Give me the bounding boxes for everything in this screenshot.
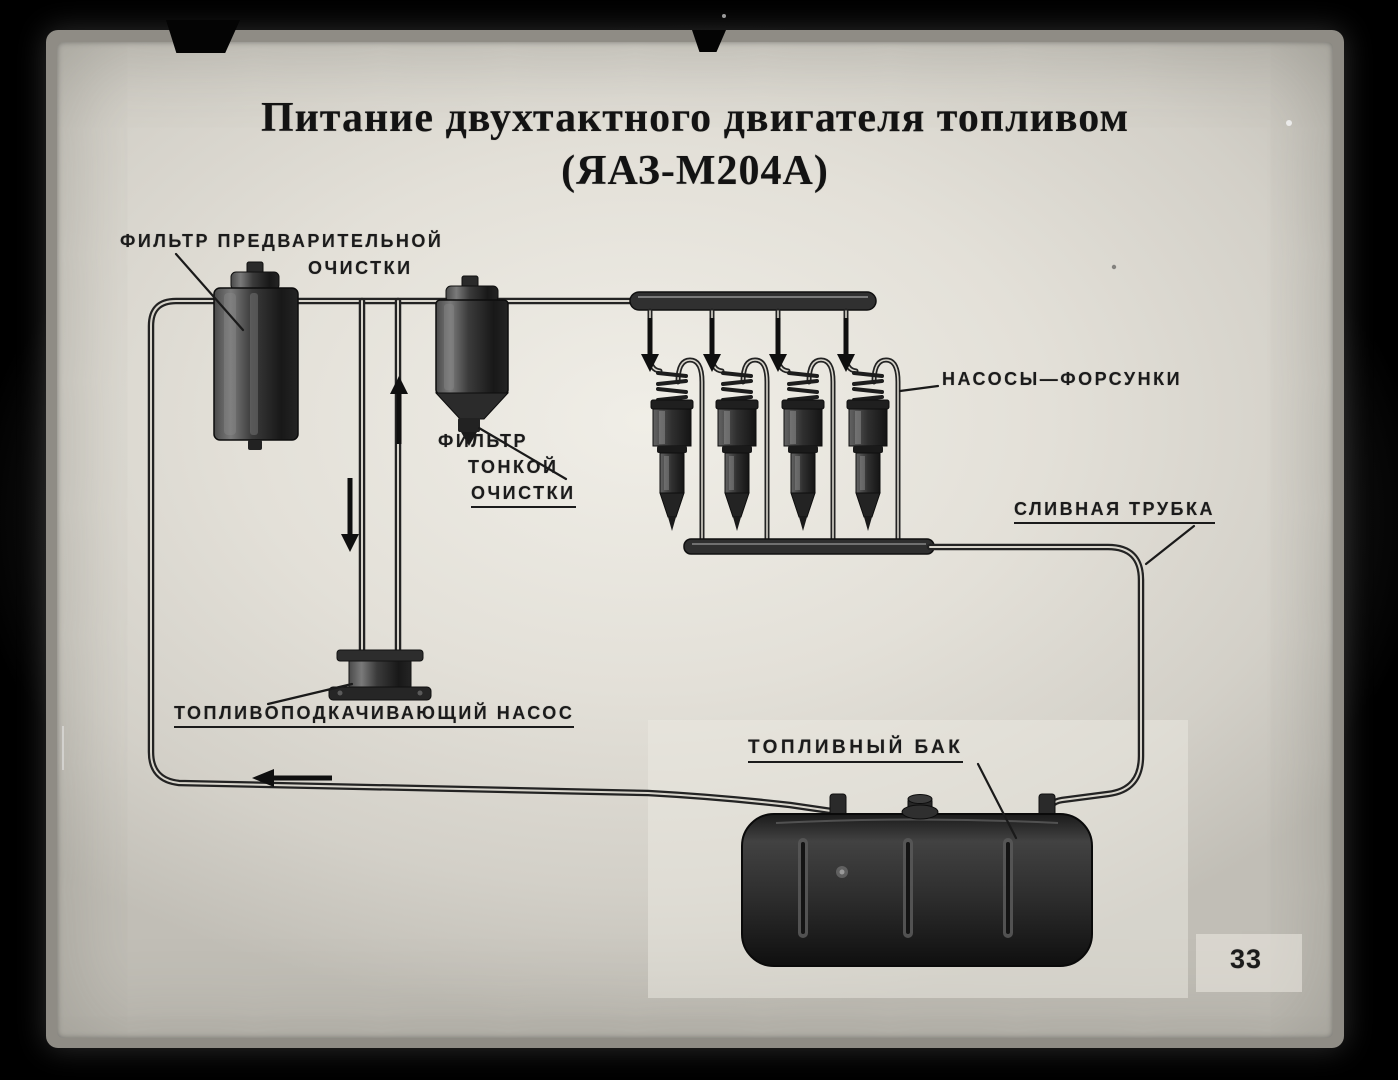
label-pointer-lines [174,252,1196,840]
coarse-filter-canister [213,261,299,450]
flow-arrow-down [341,478,359,552]
drain-rail [683,538,935,555]
fine-filter-label-line2: ТОНКОЙ [468,457,559,477]
priming-pump [328,649,432,701]
unit-injectors-label: НАСОСЫ—ФОРСУНКИ [942,369,1183,389]
supply-manifold [629,291,877,311]
fuel-tank-label: ТОПЛИВНЫЙ БАК [748,737,964,763]
slide-title-line1: Питание двухтактного двигателя топливом [260,95,1130,141]
tank-groove [903,838,913,938]
injector-unit [845,371,891,533]
page-number: 33 [1230,944,1263,974]
injector-unit [780,371,826,533]
filler-cap [901,794,939,820]
injector-unit [714,371,760,533]
flow-arrow-down [837,318,855,372]
flow-arrow-up [390,376,408,444]
injector-unit [649,371,695,533]
mount-notch [692,30,726,52]
priming-pump-label: ТОПЛИВОПОДКАЧИВАЮЩИЙ НАСОС [174,703,575,728]
fine-filter-canister [434,275,510,446]
flow-arrow-down [769,318,787,372]
fine-filter-label-line1: ФИЛЬТР [438,431,529,451]
paper-patches [648,720,1302,998]
coarse-filter-label-line1: ФИЛЬТР ПРЕДВАРИТЕЛЬНОЙ [120,231,444,251]
flow-arrow-down [641,318,659,372]
fine-filter-label-line3: ОЧИСТКИ [471,483,576,508]
film-scratch [62,726,64,770]
tank-groove [1003,838,1013,938]
dust-specks [722,14,1292,270]
flow-arrow-down [703,318,721,372]
slide-title-line2: (ЯАЗ-М204А) [561,148,829,194]
unit-injectors [649,371,891,533]
drain-tube-label: СЛИВНАЯ ТРУБКА [1014,499,1215,524]
coarse-filter-label-line2: ОЧИСТКИ [308,258,413,278]
fuel-tank [741,793,1093,967]
tank-groove [798,838,808,938]
